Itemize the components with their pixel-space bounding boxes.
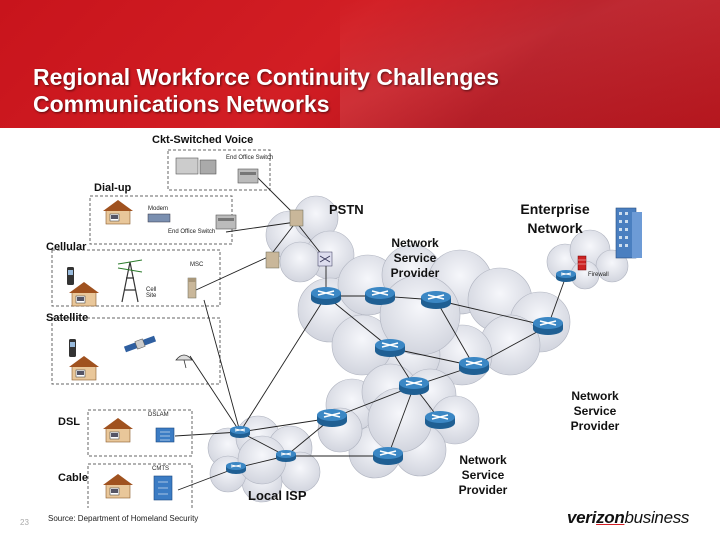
cmts-label: CMTS: [152, 466, 169, 472]
source-citation: Source: Department of Homeland Security: [48, 514, 199, 523]
network-diagram: [51, 149, 642, 508]
local-isp-label: Local ISP: [248, 488, 307, 503]
logo-part-1: veri: [567, 508, 597, 527]
satellite-equipment: [68, 335, 193, 381]
logo-part-3: business: [624, 508, 690, 527]
cell-site-label: Cell Site: [146, 287, 157, 299]
firewall-icon: [577, 255, 587, 271]
enterprise-network-label: Enterprise Network: [510, 200, 600, 238]
cable-label: Cable: [58, 472, 88, 484]
verizon-business-logo: verizonbusiness: [567, 508, 689, 528]
firewall-label: Firewall: [588, 272, 609, 278]
title-line-2: Communications Networks: [33, 91, 330, 117]
ckt-switched-voice-label: Ckt-Switched Voice: [152, 134, 254, 146]
nsp-label-2: Network Service Provider: [560, 389, 630, 434]
dslam-label: DSLAM: [148, 412, 169, 418]
slide-title: Regional Workforce Continuity Challenges…: [33, 64, 499, 118]
cellular-label: Cellular: [46, 241, 87, 253]
nsp-label-3: Network Service Provider: [448, 453, 518, 498]
end-office-switch-label-2: End Office Switch: [168, 229, 216, 235]
nsp3-line-2: Service: [461, 468, 505, 482]
nsp2-line-3: Provider: [570, 419, 620, 433]
header-sheen: [340, 0, 720, 128]
title-line-1: Regional Workforce Continuity Challenges: [33, 64, 500, 90]
nsp3-line-1: Network: [459, 453, 507, 467]
logo-part-2: zon: [596, 508, 625, 527]
dsl-equipment: [102, 417, 175, 443]
dsl-label: DSL: [58, 416, 80, 428]
voice-equipment: [175, 157, 259, 184]
dialup-label: Dial-up: [94, 182, 132, 194]
nsp-cloud-2: [317, 363, 480, 479]
slide-header: [0, 0, 720, 128]
nsp3-line-3: Provider: [458, 483, 508, 497]
end-office-switch-label-1: End Office Switch: [226, 155, 274, 161]
nsp1-line-1: Network: [391, 236, 439, 250]
dialup-equipment: [102, 199, 237, 230]
cable-equipment: [102, 473, 173, 501]
nsp2-line-2: Service: [573, 404, 617, 418]
modem-label: Modem: [148, 206, 169, 212]
enterprise-building: [615, 207, 642, 259]
nsp1-line-2: Service: [393, 251, 437, 265]
access-group-boxes: [51, 149, 271, 508]
enterprise-line-2: Network: [527, 220, 583, 236]
pstn-label: PSTN: [329, 202, 364, 217]
pstn-switches: [265, 209, 333, 269]
nsp1-line-3: Provider: [390, 266, 440, 280]
enterprise-router: [555, 269, 577, 283]
cellular-equipment: [67, 259, 197, 307]
msc-label: MSC: [190, 262, 204, 268]
nsp-label-1: Network Service Provider: [380, 236, 450, 281]
nsp2-line-1: Network: [571, 389, 619, 403]
page-number: 23: [20, 518, 29, 527]
enterprise-line-1: Enterprise: [520, 201, 590, 217]
satellite-label: Satellite: [46, 312, 89, 324]
